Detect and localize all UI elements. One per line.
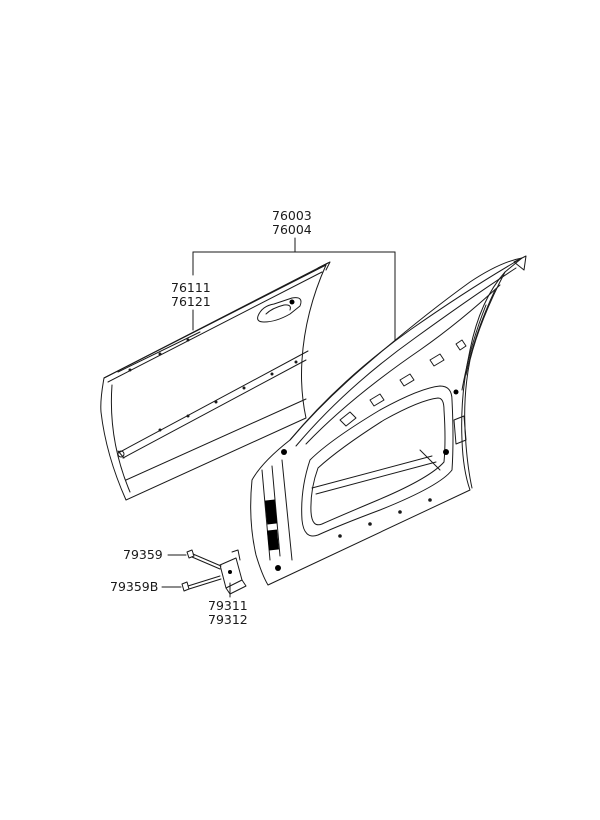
leader-lines <box>161 237 396 598</box>
callout-door-hinge: 79311 79312 <box>208 599 248 627</box>
callout-door-assembly: 76003 76004 <box>272 209 312 237</box>
callout-number: 79359 <box>123 547 163 562</box>
callout-hinge-bolt: 79359 <box>123 548 163 562</box>
callout-number: 76004 <box>272 222 312 237</box>
door-outer-panel-drawing <box>100 261 331 501</box>
callout-number: 76111 <box>171 280 211 295</box>
callout-number: 76121 <box>171 294 211 309</box>
door-frame-drawing <box>250 255 527 586</box>
callout-door-outer-panel: 76111 76121 <box>171 281 211 309</box>
callout-number: 79359B <box>110 579 159 594</box>
hinge-drawing <box>181 549 247 595</box>
callout-number: 76003 <box>272 208 312 223</box>
callout-number: 79312 <box>208 612 248 627</box>
callout-hinge-bolt-b: 79359B <box>110 580 158 594</box>
callout-number: 79311 <box>208 598 248 613</box>
